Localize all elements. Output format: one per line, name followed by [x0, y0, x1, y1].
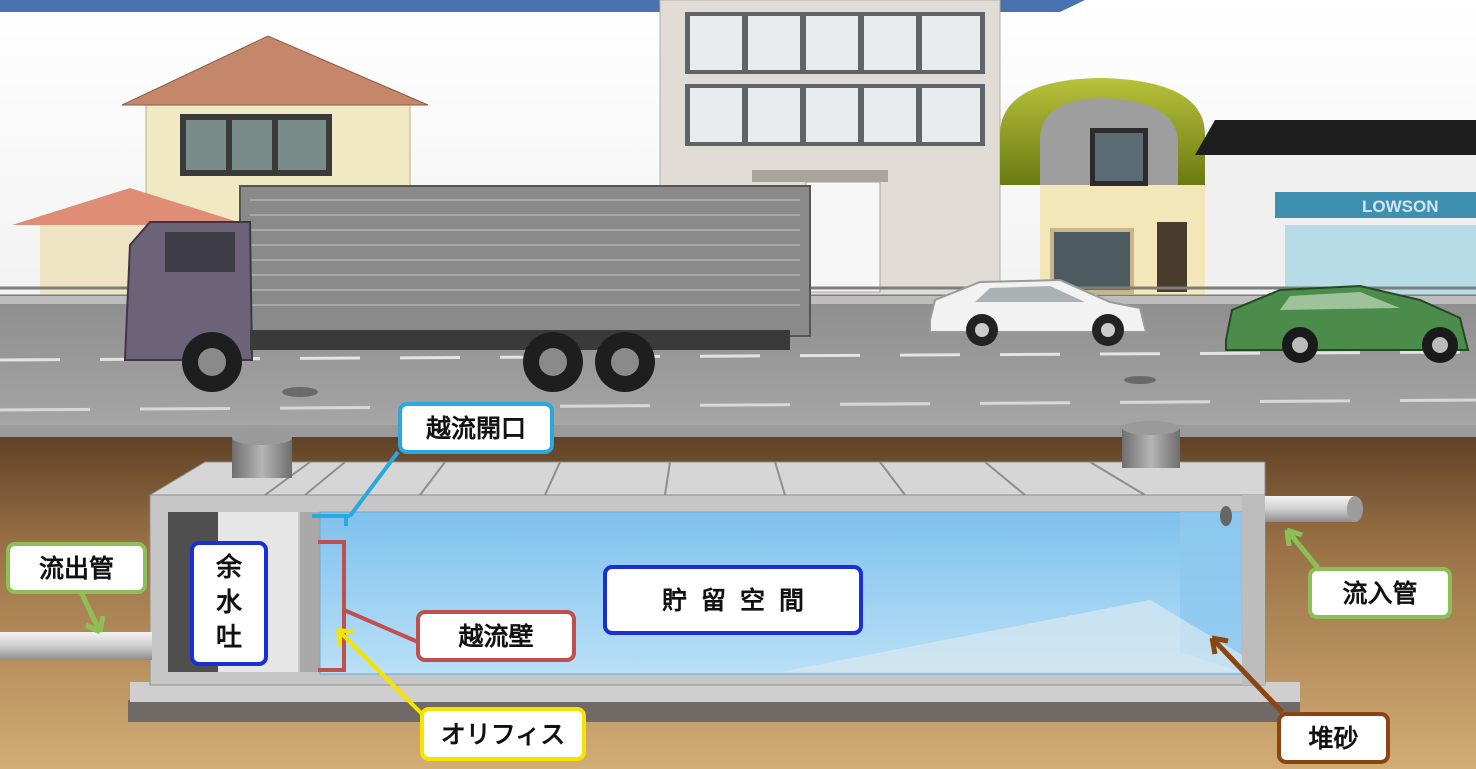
outflow-pipe-label: 流出管 — [6, 542, 147, 594]
callout-sediment — [1209, 635, 1284, 714]
orifice-label: オリフィス — [420, 707, 586, 761]
truck-illustration — [123, 185, 811, 392]
storage-space-text: 貯留空間 — [661, 585, 818, 615]
callout-orifice — [336, 628, 424, 716]
callout-overflow-wall — [318, 540, 419, 672]
outflow-pipe-text: 流出管 — [38, 553, 114, 583]
convenience-store-illustration: LOWSON — [1195, 120, 1476, 300]
manhole-left — [232, 431, 292, 478]
callout-outflow-pipe — [77, 588, 106, 635]
outflow-pipe — [0, 632, 152, 660]
inflow-pipe-text: 流入管 — [1342, 578, 1418, 608]
green-car-illustration — [1225, 284, 1470, 363]
shop-sign-text: LOWSON — [1362, 197, 1439, 216]
inflow-pipe-label: 流入管 — [1308, 567, 1452, 619]
callout-overflow-opening — [312, 450, 400, 526]
shop-illustration — [1000, 78, 1210, 295]
spillway-char-2: 水 — [215, 587, 242, 618]
storage-space-label: 貯留空間 — [603, 565, 863, 635]
spillway-char-1: 余 — [215, 552, 242, 583]
sediment-text: 堆砂 — [1308, 723, 1359, 753]
spillway-char-3: 吐 — [215, 623, 242, 654]
orifice-text: オリフィス — [440, 719, 566, 749]
white-car-illustration — [929, 278, 1148, 346]
overflow-wall-text: 越流壁 — [458, 621, 534, 651]
callout-inflow-pipe — [1284, 527, 1320, 570]
overflow-wall-label: 越流壁 — [416, 610, 576, 662]
foundation-gravel — [128, 700, 1300, 722]
overflow-opening-label: 越流開口 — [398, 402, 554, 454]
overflow-opening-text: 越流開口 — [425, 413, 526, 443]
sediment-label: 堆砂 — [1277, 712, 1390, 764]
inflow-pipe — [1265, 496, 1363, 522]
spillway-label: 余 水 吐 — [190, 541, 268, 666]
manhole-right — [1122, 421, 1180, 468]
building-illustration — [659, 0, 1001, 301]
